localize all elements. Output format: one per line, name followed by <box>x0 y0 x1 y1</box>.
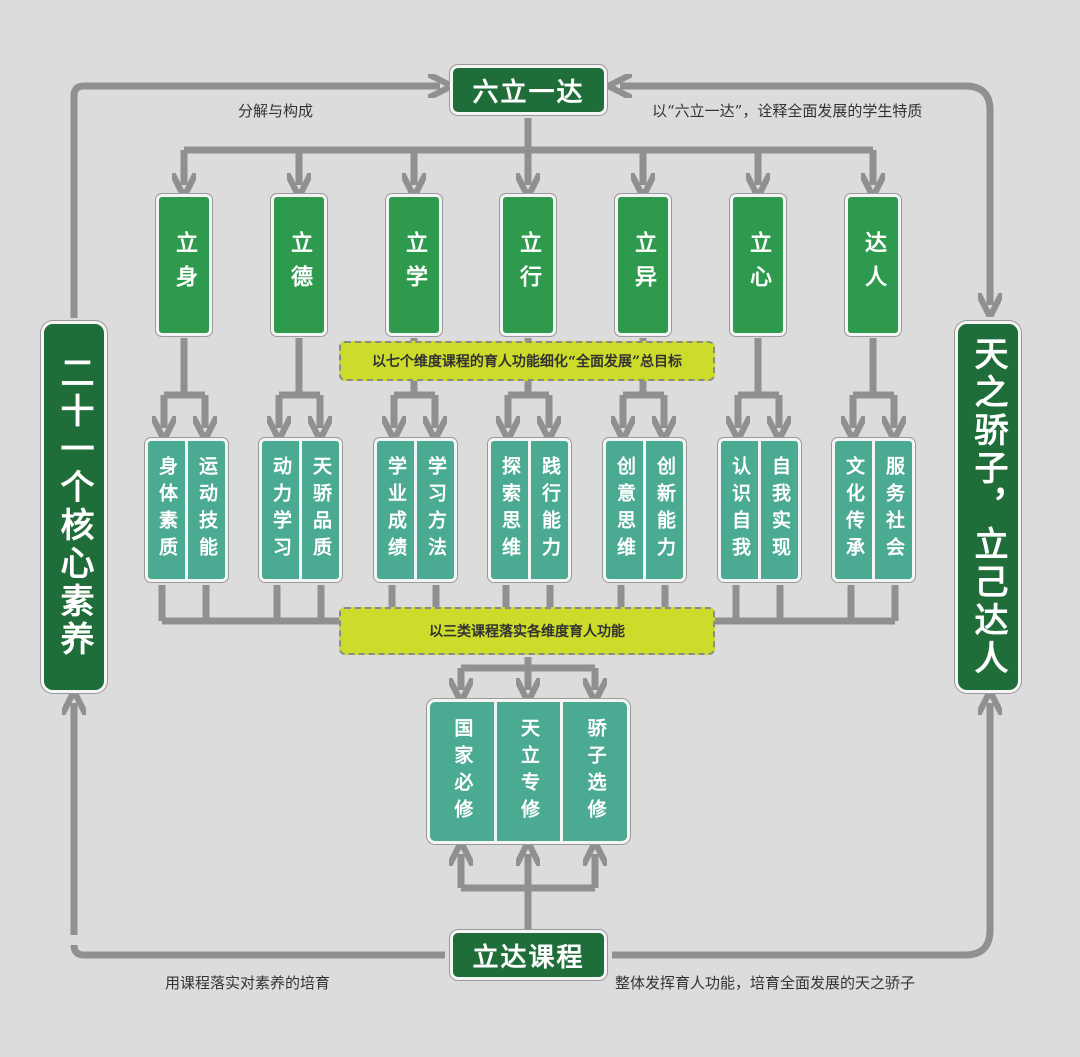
sub-dimension-label: 文化传承 <box>843 456 865 564</box>
sub-dimension-label: 创意思维 <box>614 456 636 564</box>
dimension-label: 立心 <box>746 231 771 299</box>
sub-dimension-cell: 文化传承 <box>835 441 872 579</box>
arrow-bottom-to-right <box>612 703 990 959</box>
sub-dimension-label: 探索思维 <box>499 456 521 564</box>
course-label: 骄子选修 <box>584 717 607 826</box>
sub-dimension-label: 自我实现 <box>769 456 791 564</box>
dimension-label: 立行 <box>516 231 541 299</box>
sub-dimension-box: 探索思维 践行能力 <box>488 438 571 582</box>
sub-dimension-label: 身体素质 <box>156 456 178 564</box>
sub-dimension-label: 服务社会 <box>883 456 905 564</box>
right-side-text: 天之骄子，立己达人 <box>968 336 1008 678</box>
sub-dimension-cell: 创新能力 <box>643 441 683 579</box>
left-side-box: 二十一个核心素养 <box>41 321 107 693</box>
course-cell: 国家必修 <box>430 702 494 841</box>
dimension-label: 立身 <box>172 231 197 299</box>
sub-dimension-label: 天骄品质 <box>310 456 332 564</box>
sub-dimension-cell: 学业成绩 <box>377 441 414 579</box>
sub-dimension-cell: 探索思维 <box>491 441 528 579</box>
dimension-label: 立异 <box>631 231 656 299</box>
sub-dimension-box: 学业成绩 学习方法 <box>374 438 457 582</box>
sub-dimension-cell: 身体素质 <box>148 441 185 579</box>
sub-dimension-cell: 运动技能 <box>185 441 225 579</box>
sub-dimension-cell: 自我实现 <box>758 441 798 579</box>
sub-dimension-cell: 学习方法 <box>414 441 454 579</box>
sub-dimension-cell: 践行能力 <box>528 441 568 579</box>
sub-dimension-box: 动力学习 天骄品质 <box>259 438 342 582</box>
sub-dimension-label: 运动技能 <box>196 456 218 564</box>
band-bottom: 以三类课程落实各维度育人功能 <box>339 607 715 655</box>
arrow-right-down <box>964 82 990 305</box>
sub-dimension-cell: 创意思维 <box>606 441 643 579</box>
top-title-box: 六立一达 <box>450 65 607 115</box>
sub-dimension-label: 认识自我 <box>729 456 751 564</box>
course-label: 天立专修 <box>518 717 540 826</box>
sub-dimension-cell: 天骄品质 <box>299 441 339 579</box>
sub-dimension-cell: 动力学习 <box>262 441 299 579</box>
note-top-left: 分解与构成 <box>238 102 314 120</box>
bottom-title: 立达课程 <box>472 942 585 973</box>
note-bottom-right: 整体发挥育人功能，培育全面发展的天之骄子 <box>615 974 916 992</box>
sub-dimension-cell: 服务社会 <box>872 441 912 579</box>
right-side-box: 天之骄子，立己达人 <box>955 321 1021 693</box>
connector-bottom-left <box>70 944 445 959</box>
arrow-left-to-top <box>70 86 440 318</box>
sub-dimension-box: 认识自我 自我实现 <box>718 438 801 582</box>
dimension-box: 立异 <box>615 194 671 336</box>
sub-dimension-box: 文化传承 服务社会 <box>832 438 915 582</box>
band-top: 以七个维度课程的育人功能细化“全面发展”总目标 <box>339 341 715 381</box>
sub-dimension-label: 动力学习 <box>270 456 292 564</box>
course-cell: 骄子选修 <box>560 702 627 841</box>
dimension-label: 达人 <box>861 231 886 299</box>
sub-dimension-label: 学习方法 <box>425 456 447 564</box>
dimension-box: 达人 <box>845 194 901 336</box>
sub-dimension-box: 身体素质 运动技能 <box>145 438 228 582</box>
sub-dimension-label: 学业成绩 <box>385 456 407 564</box>
note-bottom-left: 用课程落实对素养的培育 <box>165 974 331 992</box>
note-top-right: 以“六立一达”，诠释全面发展的学生特质 <box>652 102 923 120</box>
course-label: 国家必修 <box>451 717 474 826</box>
dimension-box: 立行 <box>500 194 556 336</box>
dimension-box: 立德 <box>271 194 327 336</box>
sub-dimension-label: 践行能力 <box>539 456 561 564</box>
course-cell: 天立专修 <box>493 702 561 841</box>
left-side-text: 二十一个核心素养 <box>54 355 94 659</box>
dimension-label: 立德 <box>287 231 312 299</box>
sub-dimension-box: 创意思维 创新能力 <box>603 438 686 582</box>
bottom-title-box: 立达课程 <box>450 930 607 980</box>
sub-dimension-label: 创新能力 <box>654 456 676 564</box>
dimension-box: 立学 <box>386 194 442 336</box>
course-box: 国家必修 天立专修 骄子选修 <box>427 699 630 844</box>
dimension-box: 立身 <box>156 194 212 336</box>
dimension-label: 立学 <box>402 231 427 299</box>
dimension-box: 立心 <box>730 194 786 336</box>
sub-dimension-cell: 认识自我 <box>721 441 758 579</box>
top-title: 六立一达 <box>472 77 585 108</box>
